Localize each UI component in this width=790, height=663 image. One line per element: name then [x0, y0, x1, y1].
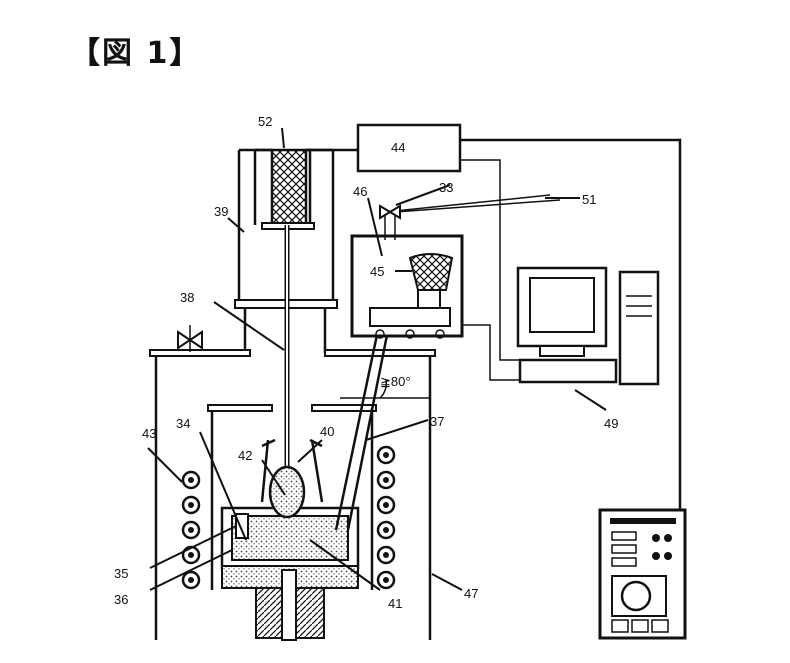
label-52: 52	[258, 114, 272, 129]
figure-title: 【図 1】	[70, 36, 202, 71]
label-42: 42	[238, 448, 252, 463]
heater-coils-right	[376, 445, 396, 590]
label-35: 35	[114, 566, 128, 581]
label-47: 47	[464, 586, 478, 601]
label-45: 45	[370, 264, 384, 279]
label-44: 44	[391, 140, 405, 155]
computer-tower	[618, 270, 660, 386]
label-46: 46	[353, 184, 367, 199]
label-34: 34	[176, 416, 190, 431]
melt-41	[231, 515, 349, 561]
label-41: 41	[388, 596, 402, 611]
label-36: 36	[114, 592, 128, 607]
label-49: 49	[604, 416, 618, 431]
controller-box-44	[356, 123, 462, 173]
label-38: 38	[180, 290, 194, 305]
label-43: 43	[142, 426, 156, 441]
crystal-42	[268, 465, 306, 519]
cartridge-52	[270, 148, 308, 227]
label-33: 33	[439, 180, 453, 195]
control-panel	[598, 508, 687, 640]
label-37: 37	[430, 414, 444, 429]
label-40: 40	[320, 424, 334, 439]
label-39: 39	[214, 204, 228, 219]
label-51: 51	[582, 192, 596, 207]
angle-label: ≧80°	[380, 374, 411, 389]
